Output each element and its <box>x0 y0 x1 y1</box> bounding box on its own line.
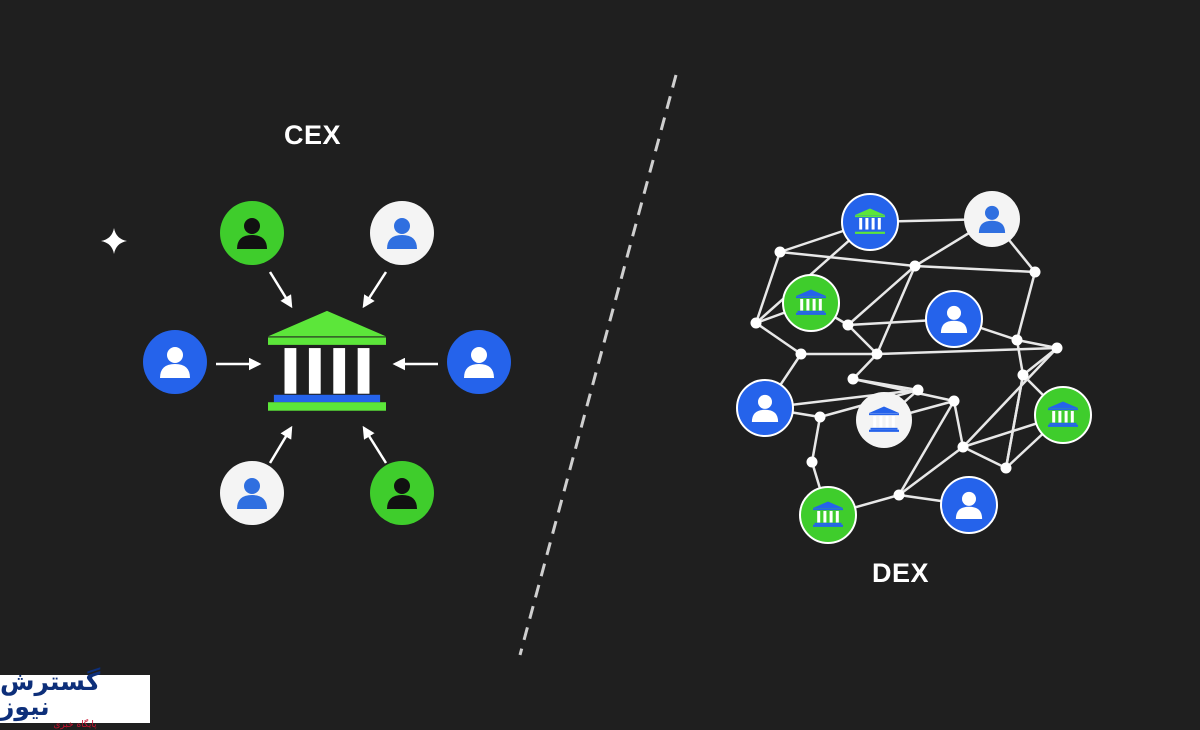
bank-icon <box>796 289 826 315</box>
network-junction <box>912 384 924 396</box>
cex-title: CEX <box>284 120 342 150</box>
network-link <box>962 445 1007 470</box>
user-icon <box>978 205 1006 233</box>
network-junction <box>1000 462 1012 474</box>
dex-bank-node <box>799 486 857 544</box>
bank-icon <box>268 310 386 411</box>
network-link <box>1015 271 1037 341</box>
network-junction <box>847 373 859 385</box>
dex-title: DEX <box>872 558 930 588</box>
dex-bank-node <box>841 193 899 251</box>
dex-group <box>736 191 1092 544</box>
network-junction <box>893 489 905 501</box>
user-icon <box>237 218 267 249</box>
network-junction <box>1017 369 1029 381</box>
network-link <box>847 324 878 355</box>
cex-user-node <box>143 330 207 394</box>
bank-icon <box>813 501 843 527</box>
dex-user-node <box>925 290 983 348</box>
bank-icon <box>869 406 899 432</box>
cex-user-node <box>447 330 511 394</box>
dex-user-node <box>964 191 1020 247</box>
network-junction <box>957 441 969 453</box>
network-link <box>754 251 782 324</box>
network-link <box>962 347 1058 448</box>
sparkle-icon <box>101 228 127 254</box>
network-link <box>898 446 964 496</box>
cex-user-node <box>220 461 284 525</box>
user-icon <box>387 218 417 249</box>
network-junction <box>774 246 786 258</box>
cex-arrow <box>268 271 293 309</box>
logo-name: گسترش نیوز <box>0 666 101 721</box>
network-junction <box>909 260 921 272</box>
dex-user-node <box>940 476 998 534</box>
network-link <box>847 265 916 326</box>
network-junction <box>842 319 854 331</box>
network-junction <box>948 395 960 407</box>
network-junction <box>750 317 762 329</box>
bank-icon <box>1048 401 1078 427</box>
network-junction <box>1011 334 1023 346</box>
network-link <box>876 346 1058 356</box>
network-link <box>1004 374 1025 469</box>
network-link <box>755 321 802 356</box>
network-link <box>897 400 956 496</box>
news-logo[interactable]: گسترش نیوز پایگاه خبری <box>0 669 150 729</box>
user-icon <box>387 478 417 509</box>
network-junction <box>806 456 818 468</box>
network-link <box>1016 338 1058 350</box>
network-link <box>914 264 1036 274</box>
cex-group <box>143 201 511 525</box>
network-link <box>810 416 822 463</box>
network-link <box>779 250 916 268</box>
user-icon <box>940 305 968 333</box>
dex-bank-node <box>782 274 840 332</box>
user-icon <box>237 478 267 509</box>
cex-arrow <box>268 425 293 464</box>
network-junction <box>795 348 807 360</box>
user-icon <box>160 347 190 378</box>
cex-arrow <box>362 271 388 309</box>
network-link <box>1015 339 1025 376</box>
network-junction <box>1029 266 1041 278</box>
cex-user-node <box>370 201 434 265</box>
bank-icon <box>855 208 885 234</box>
center-divider <box>518 74 678 656</box>
cex-arrow <box>362 425 388 464</box>
network-junction <box>871 348 883 360</box>
user-icon <box>751 394 779 422</box>
network-junction <box>1051 342 1063 354</box>
network-link <box>875 265 917 355</box>
dex-bank-node <box>1034 386 1092 444</box>
cex-user-node <box>220 201 284 265</box>
logo-tagline: پایگاه خبری <box>53 719 97 730</box>
user-icon <box>955 491 983 519</box>
cex-user-node <box>370 461 434 525</box>
network-junction <box>814 411 826 423</box>
network-link <box>852 353 878 380</box>
dex-bank-node <box>856 392 912 448</box>
user-icon <box>464 347 494 378</box>
dex-user-node <box>736 379 794 437</box>
network-link <box>852 377 955 403</box>
network-link <box>952 400 965 448</box>
